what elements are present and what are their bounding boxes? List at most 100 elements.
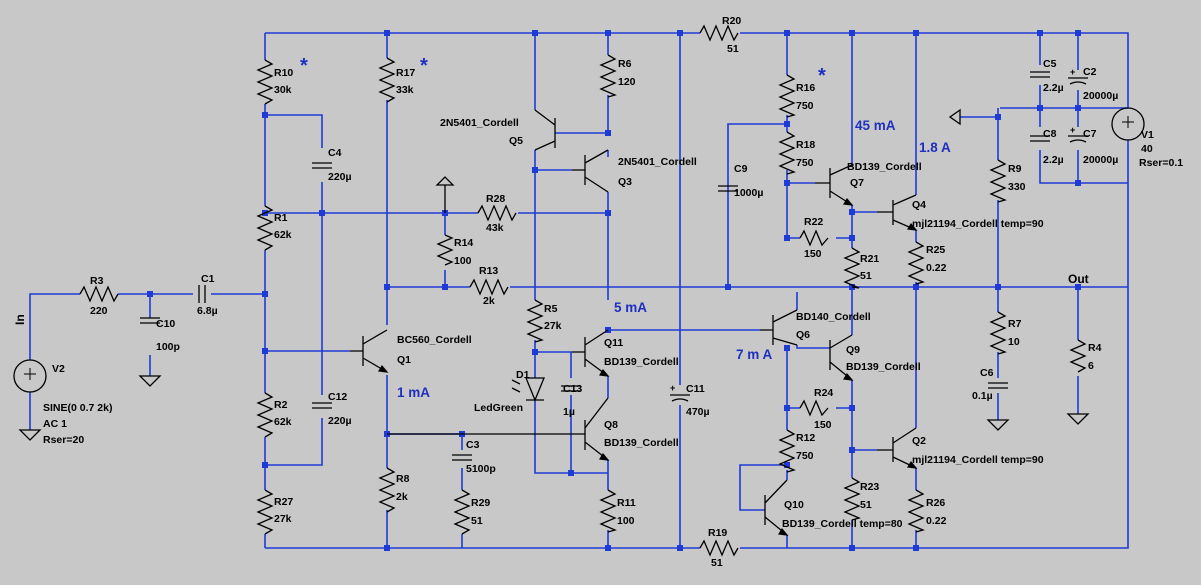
- label-C9: C9: [734, 163, 748, 175]
- label-R7: R7: [1008, 318, 1022, 330]
- label-R19: R19: [708, 527, 727, 539]
- label-C6: C6: [980, 367, 994, 379]
- value-R17: 33k: [396, 84, 414, 96]
- value-C5: 2.2µ: [1043, 82, 1064, 94]
- resistor-R6: [599, 54, 617, 98]
- label-Q1: Q1: [397, 354, 411, 366]
- resistor-R12: [778, 429, 796, 473]
- value-R12: 750: [796, 450, 814, 462]
- resistor-R25: [907, 241, 925, 285]
- label-Q7: Q7: [850, 177, 864, 189]
- label-C10: C10: [156, 318, 175, 330]
- value-R27: 27k: [274, 513, 292, 525]
- star-marker: *: [420, 55, 428, 77]
- value-V2: SINE(0 0.7 2k): [43, 402, 112, 414]
- value-R7: 10: [1008, 336, 1020, 348]
- junction-dots: [147, 30, 1081, 551]
- value-R4: 6: [1088, 360, 1094, 372]
- label-Q9: Q9: [846, 344, 860, 356]
- label-R1: R1: [274, 212, 288, 224]
- value-C7: 20000µ: [1083, 154, 1118, 166]
- resistor-R3: [79, 285, 119, 303]
- value-C12: 220µ: [328, 415, 352, 427]
- resistor-R18: [778, 131, 796, 175]
- cap-C10: [140, 317, 160, 324]
- transistor-Q11: [572, 329, 609, 377]
- label-R10: R10: [274, 67, 293, 79]
- value-R3: 220: [90, 305, 108, 317]
- label-Q4: Q4: [912, 199, 926, 211]
- label-C4: C4: [328, 147, 342, 159]
- label-R11: R11: [617, 497, 636, 509]
- value-R24: 150: [814, 419, 832, 431]
- cap-C4: [312, 162, 332, 169]
- value-R13: 2k: [483, 295, 495, 307]
- label-R21: R21: [860, 253, 879, 265]
- star-marker: *: [300, 55, 308, 77]
- current-note-q6: 7 m A: [736, 347, 773, 362]
- rser-V1: Rser=0.1: [1139, 157, 1183, 169]
- label-R9: R9: [1008, 163, 1022, 175]
- model-Q5: 2N5401_Cordell: [440, 117, 519, 129]
- svg-text:+: +: [1070, 125, 1075, 135]
- value-C4: 220µ: [328, 171, 352, 183]
- label-C7: C7: [1083, 128, 1097, 140]
- resistor-R20: [699, 24, 739, 42]
- transistor-Q5: [534, 109, 556, 151]
- ground-flag-icon: [435, 176, 455, 213]
- ground-icon: [1066, 413, 1090, 425]
- value-C6: 0.1µ: [972, 390, 993, 402]
- transistor-Q3: [572, 149, 609, 193]
- value-C3: 5100p: [466, 463, 496, 475]
- cap-C5: [1030, 71, 1050, 78]
- label-Q5: Q5: [509, 135, 523, 147]
- label-Q2: Q2: [912, 435, 926, 447]
- value-C8: 2.2µ: [1043, 154, 1064, 166]
- resistor-R21: [843, 247, 861, 289]
- cap-C3: [452, 454, 472, 461]
- resistor-R13: [469, 278, 509, 296]
- value-R18: 750: [796, 157, 814, 169]
- ground-flag-icon: [948, 108, 961, 126]
- value-R2: 62k: [274, 416, 292, 428]
- input-port-label: In: [13, 314, 27, 325]
- value-R25: 0.22: [926, 262, 947, 274]
- cap-C2: [1068, 77, 1088, 85]
- model-Q11: BD139_Cordell: [604, 356, 679, 368]
- label-Q6: Q6: [796, 329, 810, 341]
- model-Q3: 2N5401_Cordell: [618, 156, 697, 168]
- value-C1: 6.8µ: [197, 305, 218, 317]
- label-Q10: Q10: [784, 499, 804, 511]
- label-Q11: Q11: [604, 337, 623, 349]
- current-note-q1: 1 mA: [397, 385, 430, 400]
- rser-V2: Rser=20: [43, 434, 84, 446]
- resistor-R16: [778, 74, 796, 118]
- label-C11: C11: [686, 383, 705, 395]
- resistor-R9: [989, 159, 1007, 203]
- label-R6: R6: [618, 58, 632, 70]
- resistor-R22: [799, 229, 829, 247]
- label-D1: D1: [516, 369, 530, 381]
- ac-V2: AC 1: [43, 418, 67, 430]
- label-R16: R16: [796, 82, 815, 94]
- value-R20: 51: [727, 43, 739, 55]
- label-R26: R26: [926, 497, 945, 509]
- transistor-Q6: [760, 309, 798, 346]
- led-D1: [525, 377, 545, 402]
- value-C11: 470µ: [686, 406, 710, 418]
- model-Q1: BC560_Cordell: [397, 334, 472, 346]
- value-R14: 100: [454, 255, 472, 267]
- svg-text:+: +: [670, 383, 675, 393]
- ground-icon: [18, 429, 42, 441]
- label-Q3: Q3: [618, 176, 632, 188]
- label-R8: R8: [396, 473, 410, 485]
- value-R8: 2k: [396, 491, 408, 503]
- cap-C13: [561, 385, 581, 392]
- resistor-R28: [477, 204, 517, 222]
- resistor-R5: [526, 299, 544, 343]
- value-R6: 120: [618, 76, 636, 88]
- label-R2: R2: [274, 399, 288, 411]
- label-V2: V2: [52, 363, 65, 375]
- label-R4: R4: [1088, 342, 1102, 354]
- label-R17: R17: [396, 67, 415, 79]
